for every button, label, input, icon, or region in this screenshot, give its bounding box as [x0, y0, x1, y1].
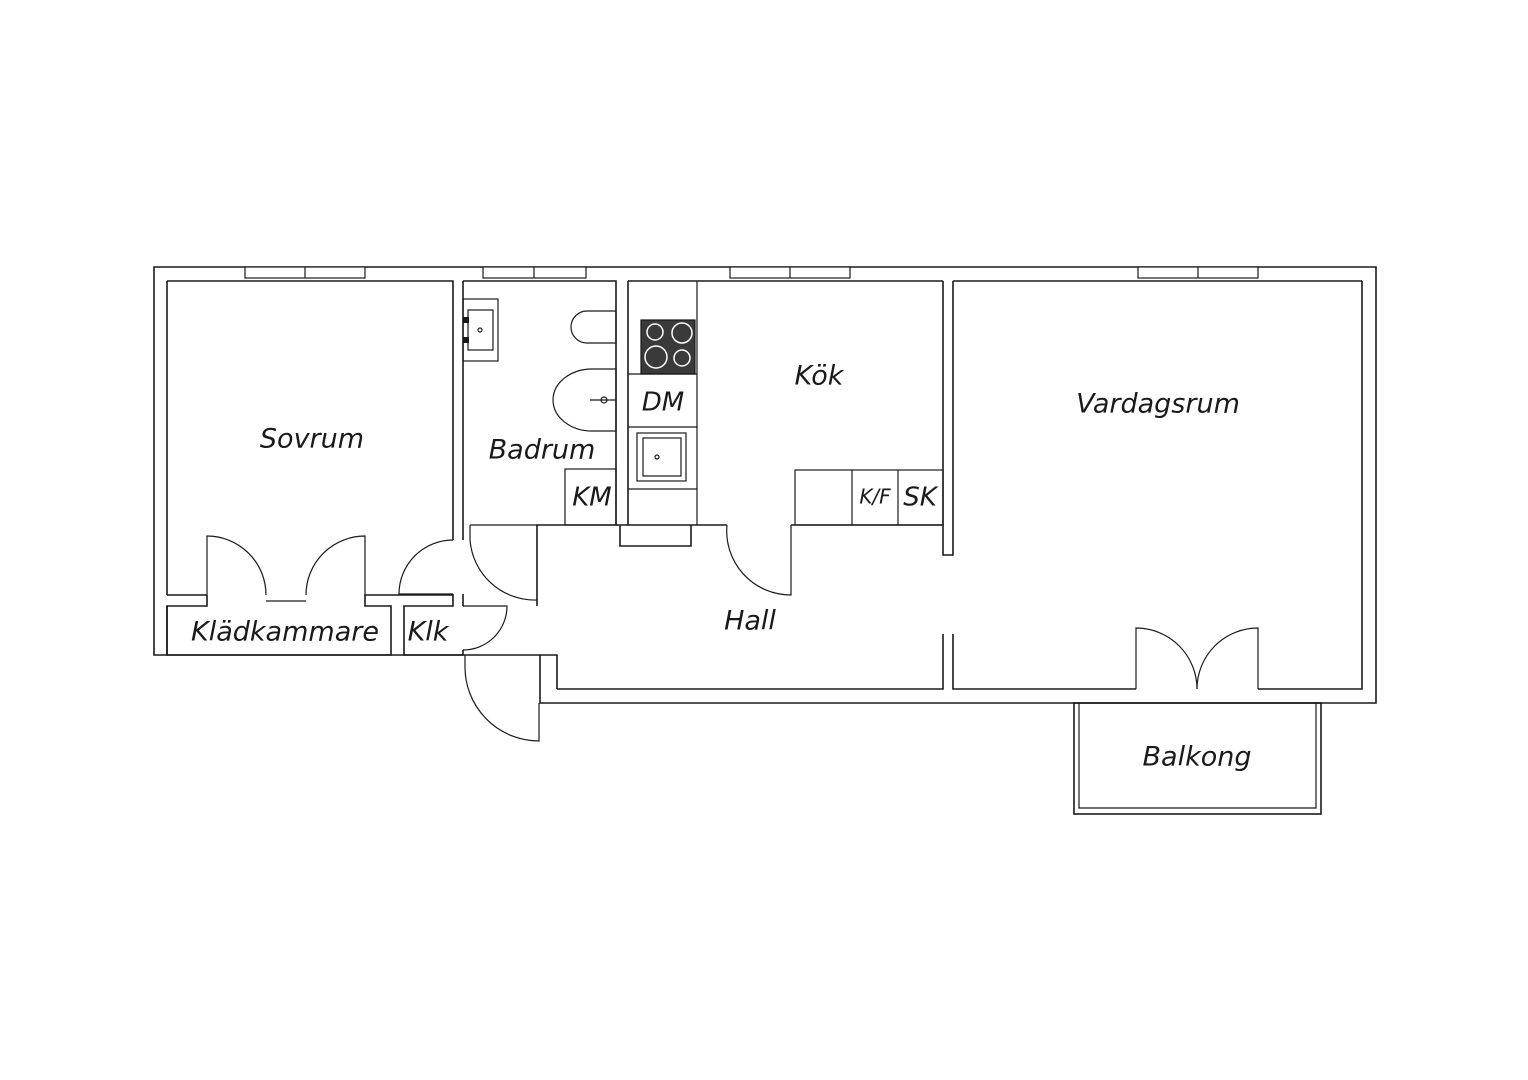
kok — [616, 281, 944, 596]
label-hall: Hall — [724, 606, 776, 637]
label-balkong: Balkong — [1143, 742, 1252, 773]
vardagsrum-balkong — [1073, 627, 1322, 815]
door-badrum[interactable] — [469, 525, 538, 601]
door-klk[interactable] — [462, 605, 508, 651]
windows — [244, 266, 1259, 279]
toilet-icon — [570, 310, 617, 344]
label-badrum: Badrum — [489, 435, 596, 466]
sink-badrum — [462, 298, 499, 362]
label-sk: SK — [903, 483, 939, 513]
door-sovrum[interactable] — [398, 539, 454, 595]
door-balkong-left[interactable] — [1135, 627, 1198, 690]
label-sovrum: Sovrum — [260, 424, 364, 455]
bathtub-icon — [552, 368, 617, 432]
outer-walls — [153, 266, 1377, 704]
room-labels: Sovrum Badrum Kök Vardagsrum Klädkammare… — [191, 361, 1251, 773]
door-kok[interactable] — [726, 524, 792, 596]
sovrum-walls — [166, 525, 508, 656]
label-kladkammare: Klädkammare — [191, 617, 379, 648]
kitchen-sink — [636, 432, 687, 482]
label-kok: Kök — [795, 361, 845, 392]
badrum — [462, 280, 943, 655]
label-km: KM — [572, 483, 611, 513]
label-kf: K/F — [859, 485, 891, 509]
fixture-labels: DM KM K/F SK — [572, 388, 938, 513]
label-klk: Klk — [408, 617, 450, 648]
door-kladkammare-right[interactable] — [305, 535, 366, 596]
label-vardagsrum: Vardagsrum — [1076, 389, 1240, 420]
km-washing-machine — [564, 468, 617, 526]
door-balkong-right[interactable] — [1196, 627, 1259, 690]
label-dm: DM — [642, 388, 684, 418]
door-entrance[interactable] — [464, 655, 540, 742]
door-kladkammare-left[interactable] — [206, 535, 267, 596]
kitchen-counter — [794, 469, 944, 526]
balkong-outline — [1073, 702, 1322, 815]
